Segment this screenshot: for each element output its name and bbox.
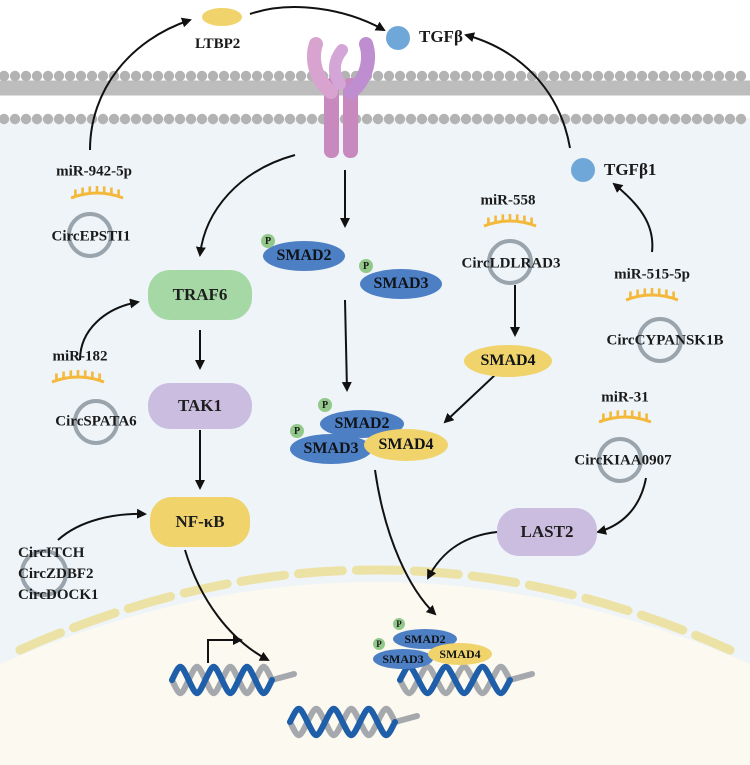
circldlrad3-ring: [487, 239, 533, 285]
smad2-node: SMAD2: [263, 241, 345, 271]
dna-helix-left: [169, 663, 297, 697]
ltbp2-shape: [202, 8, 242, 26]
mir-31-shape: [598, 410, 652, 424]
mir-182-label: miR-182: [52, 348, 108, 365]
circepsti1-label: CircEPSTI1: [51, 228, 131, 245]
smad3-phospho: P: [359, 259, 373, 273]
mir-182-shape: [51, 370, 105, 384]
smad4-node: SMAD4: [464, 345, 552, 377]
dna-helix-middle: [397, 663, 535, 697]
smad3-node: SMAD3: [360, 269, 442, 299]
mir-515-5p-shape: [625, 288, 679, 302]
complex-smad3: SMAD3: [290, 434, 372, 464]
circcypansk1b-ring: [637, 317, 683, 363]
tgfb-label: TGFβ: [419, 27, 463, 46]
nuclear-envelope: [15, 565, 735, 655]
tgfb1-dot: [571, 158, 595, 182]
circkiaa0907-label: CircKIAA0907: [574, 452, 672, 469]
dna-helix-bottom: [287, 705, 420, 739]
circcypansk1b-label: CircCYPANSK1B: [606, 332, 724, 349]
mir-558-label: miR-558: [480, 192, 536, 209]
circspata6-label: CircSPATA6: [55, 413, 137, 430]
pathway-arrows: [57, 6, 654, 663]
nucleus: [0, 582, 750, 765]
tgfb-dot: [386, 26, 410, 50]
nuclear-smad4: SMAD4: [428, 643, 492, 665]
complex-smad2-phospho: P: [318, 398, 332, 412]
last2-node: LAST2: [497, 508, 597, 556]
smad2-phospho: P: [261, 234, 275, 248]
cell-membrane: [0, 70, 750, 125]
complex-smad3-phospho: P: [290, 424, 304, 438]
mir-942-5p-label: miR-942-5p: [56, 163, 132, 180]
ltbp2-label: LTBP2: [195, 36, 241, 52]
complex-smad4: SMAD4: [364, 429, 448, 461]
tgfb1-label: TGFβ1: [604, 160, 657, 179]
nuclear-smad2-phospho: P: [393, 618, 405, 630]
traf6-node: TRAF6: [148, 270, 252, 320]
mir-558-shape: [483, 214, 537, 228]
circ-cluster-ring: [20, 549, 68, 597]
circkiaa0907-ring: [597, 437, 643, 483]
circldlrad3-label: CircLDLRAD3: [461, 255, 561, 272]
circitch-label: CircITCH: [18, 545, 85, 561]
nuclear-smad3-phospho: P: [373, 638, 385, 650]
circspata6-ring: [73, 399, 119, 445]
nuclear-smad3: SMAD3: [373, 649, 433, 669]
mir-515-5p-label: miR-515-5p: [614, 266, 690, 283]
tgfb-receptor: [306, 37, 376, 158]
circzdbf2-label: CircZDBF2: [18, 566, 94, 582]
nfkb-node: NF-κB: [150, 497, 250, 547]
circdock1-label: CircDOCK1: [18, 587, 99, 603]
mir-942-5p-shape: [70, 186, 124, 200]
circepsti1-ring: [67, 212, 113, 258]
tak1-node: TAK1: [148, 383, 252, 429]
mir-31-label: miR-31: [601, 389, 649, 406]
